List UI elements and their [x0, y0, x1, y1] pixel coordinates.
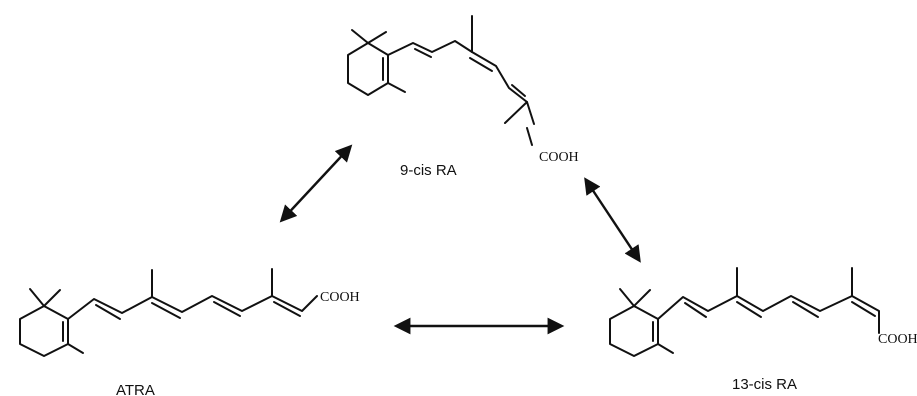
- polyene-chain: [67, 268, 318, 320]
- cyclohexene-ring: [609, 288, 674, 357]
- carboxyl-group: COOH: [878, 332, 917, 347]
- polyene-chain: [657, 267, 880, 334]
- label-13-cis-ra: 13-cis RA: [732, 376, 797, 393]
- cyclohexene-ring: [347, 29, 406, 96]
- arrow-atra-9cis: [279, 144, 353, 223]
- carboxyl-group: COOH: [539, 150, 579, 165]
- molecule-13-cis-ra: COOH: [609, 267, 917, 357]
- cyclohexene-ring: [19, 288, 84, 357]
- polyene-chain: [387, 15, 535, 146]
- molecule-atra: COOH: [19, 268, 360, 357]
- arrow-9cis-13cis: [584, 177, 641, 263]
- label-atra: ATRA: [116, 382, 155, 396]
- label-9-cis-ra: 9-cis RA: [400, 162, 457, 179]
- carboxyl-group: COOH: [320, 290, 360, 305]
- molecule-9-cis-ra: COOH: [347, 15, 579, 165]
